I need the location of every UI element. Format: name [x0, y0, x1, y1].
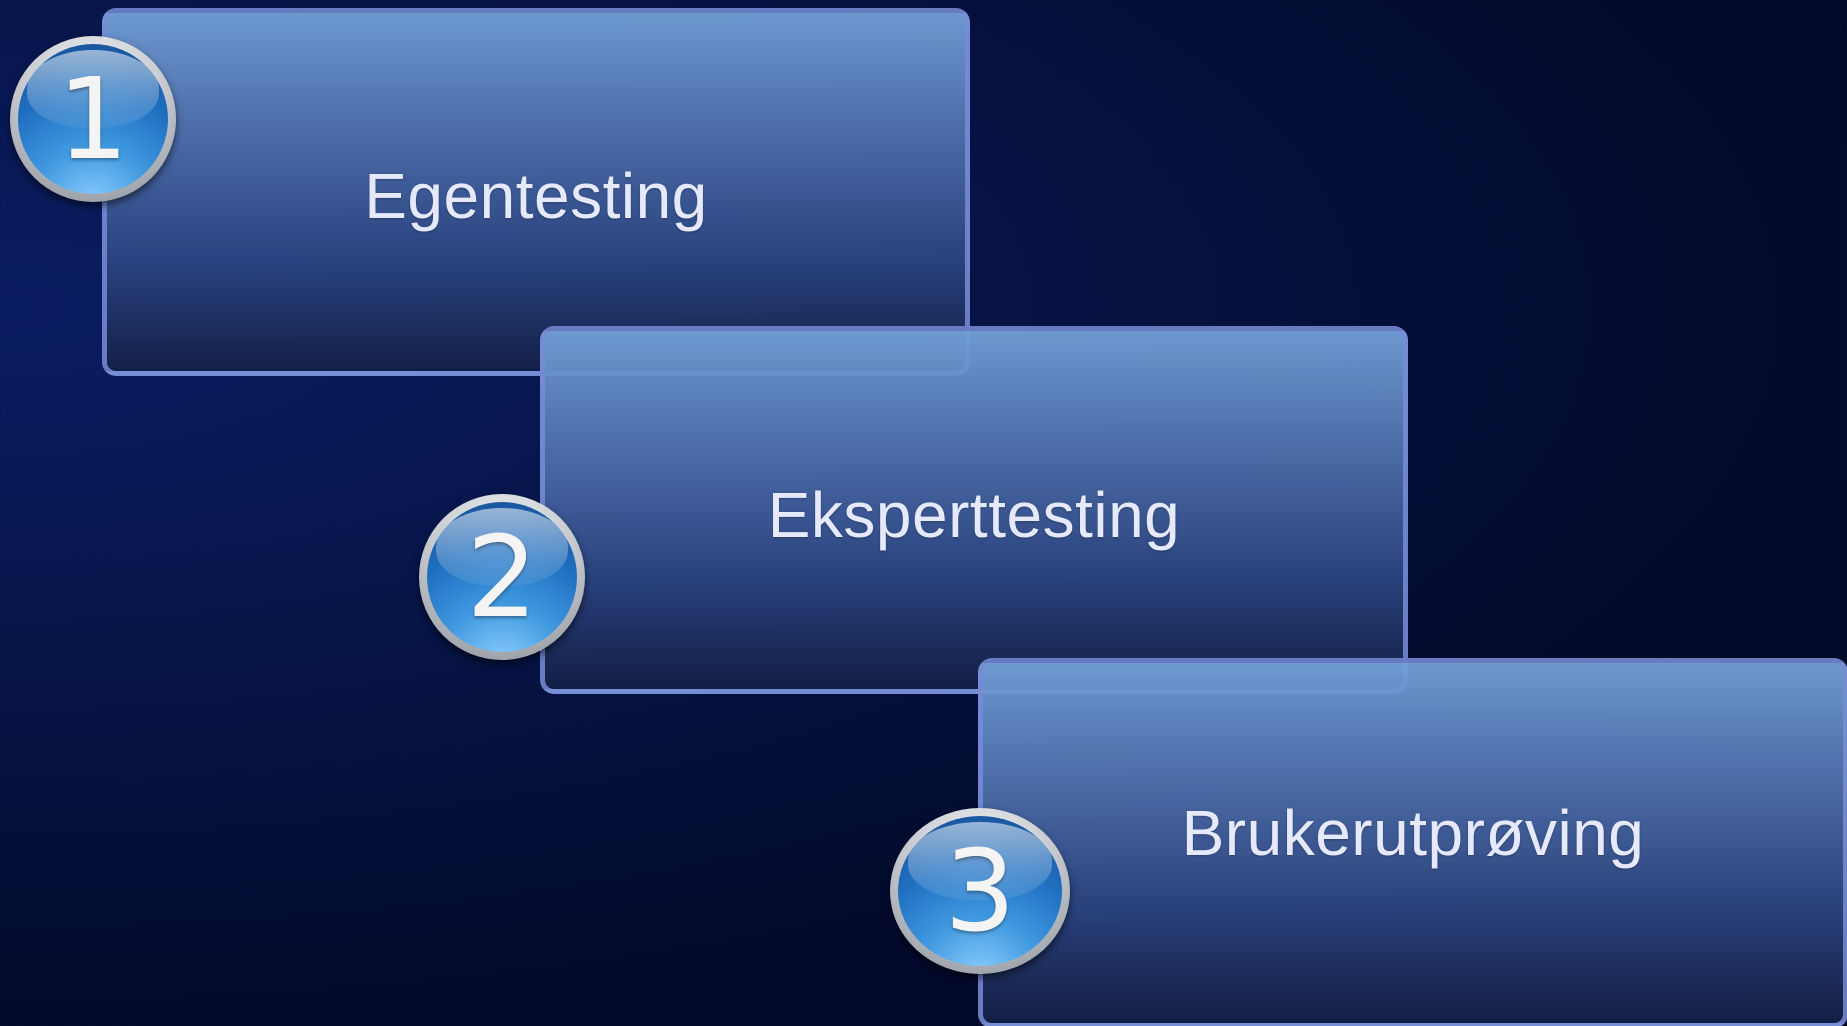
badge-glossy-circle-icon: 1: [18, 44, 168, 194]
badge-glossy-circle-icon: 2: [427, 502, 577, 652]
badge-glossy-circle-icon: 3: [898, 816, 1062, 966]
badge-number-3: 3: [944, 827, 1016, 957]
step-label-2: Eksperttesting: [767, 479, 1181, 551]
step-label-1: Egentesting: [364, 160, 708, 232]
badge-number-1: 1: [57, 55, 129, 185]
step-box-1: Egentesting: [102, 8, 970, 376]
badge-number-2: 2: [466, 513, 538, 643]
step-number-badge-3: 3: [890, 808, 1070, 974]
step-label-3: Brukerutprøving: [1181, 797, 1645, 869]
step-box-3: Brukerutprøving: [978, 658, 1847, 1026]
step-box-2: Eksperttesting: [540, 326, 1408, 694]
step-number-badge-2: 2: [419, 494, 585, 660]
step-number-badge-1: 1: [10, 36, 176, 202]
